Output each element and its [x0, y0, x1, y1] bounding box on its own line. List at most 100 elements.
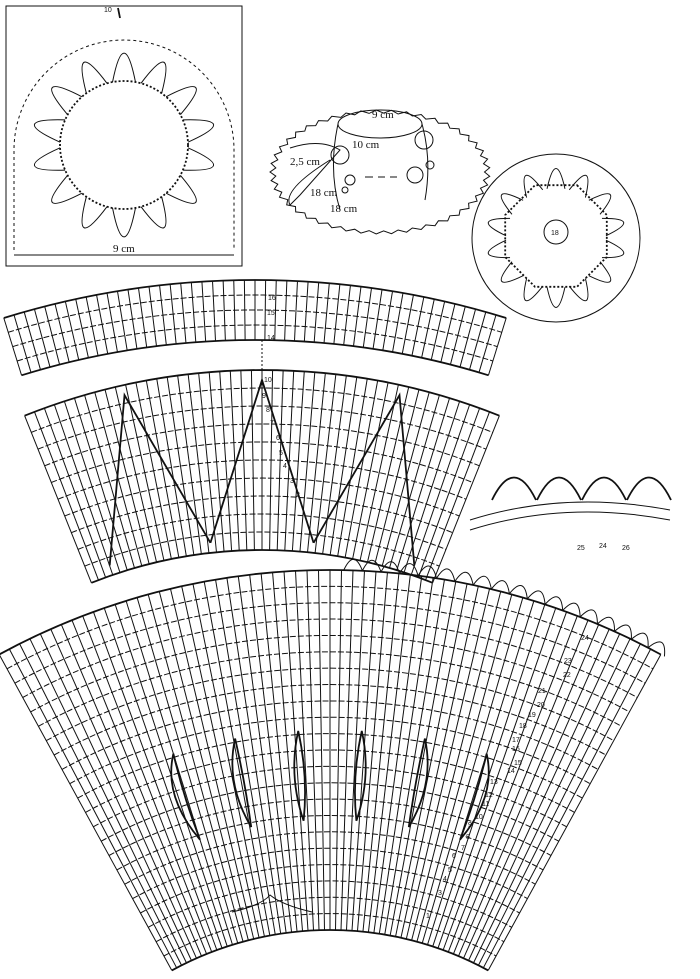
grid-stitch-column	[367, 574, 411, 933]
grid-stitch-column	[437, 607, 557, 949]
start-arrow-icon	[117, 7, 121, 19]
scallop	[472, 575, 492, 590]
grid-stitch-column	[147, 594, 244, 942]
grid-stitch-column	[60, 624, 202, 957]
grid-stitch-column	[187, 374, 210, 554]
middle-band-chart	[24, 369, 500, 584]
grid-stitch-column	[295, 570, 315, 931]
grid-stitch-column	[427, 600, 535, 945]
grid-stitch-column	[421, 299, 435, 358]
grid-stitch-column	[148, 286, 158, 347]
grid-stitch-column	[449, 306, 466, 365]
row-number: 17	[512, 737, 520, 744]
grid-stitch-column	[458, 624, 600, 957]
row-number: 2	[296, 492, 300, 499]
grid-stitch-column	[416, 594, 513, 942]
grid-row-line	[53, 684, 607, 756]
grid-stitch-column	[276, 370, 284, 551]
grid-stitch-column	[264, 280, 267, 341]
grid-stitch-column	[318, 570, 326, 931]
grid-stitch-column	[378, 577, 434, 934]
grid-stitch-column	[136, 597, 239, 944]
row-number: 15	[267, 310, 275, 317]
grid-stitch-column	[411, 591, 502, 941]
row-number: 18	[519, 723, 527, 730]
edging-arch	[626, 476, 672, 501]
grid-stitch-column	[156, 378, 187, 557]
grid-stitch-column	[82, 615, 213, 953]
scallop	[647, 641, 666, 657]
grid-stitch-column	[137, 287, 148, 348]
row-number: 14	[267, 335, 275, 342]
grid-stitch-column	[96, 294, 109, 354]
motif-width-label: 9 cm	[113, 243, 135, 255]
triangle-motif	[108, 392, 212, 566]
row-number: 3	[438, 890, 442, 897]
grid-stitch-column	[421, 597, 524, 944]
row-number: 15	[514, 760, 522, 767]
petal	[81, 61, 108, 94]
petal	[140, 61, 167, 94]
grid-stitch-column	[135, 382, 172, 560]
edging-base	[469, 511, 671, 531]
grid-stitch-column	[478, 314, 497, 373]
scallop	[614, 624, 632, 640]
grid-stitch-column	[381, 392, 430, 567]
grid-stitch-column	[284, 370, 295, 551]
scallop	[597, 616, 616, 632]
grid-stitch-column	[29, 638, 187, 964]
petal	[33, 147, 66, 171]
petal	[546, 287, 566, 308]
grid-stitch-column	[272, 572, 304, 932]
grid-stitch-column	[372, 289, 383, 349]
grid-stitch-column	[442, 611, 568, 951]
row-number: 5	[279, 450, 283, 457]
petal	[182, 147, 215, 171]
edging-arch	[491, 476, 537, 501]
grid-stitch-column	[323, 283, 330, 344]
scallop	[526, 590, 546, 605]
grid-stitch-column	[212, 281, 217, 342]
petal	[33, 119, 66, 143]
grid-stitch-column	[219, 371, 233, 552]
grid-stitch-column	[459, 308, 477, 368]
grid-stitch-column	[226, 577, 282, 934]
scallop	[562, 602, 581, 617]
grid-stitch-column	[417, 407, 481, 578]
grid-stitch-column	[19, 643, 182, 966]
grid-stitch-column	[405, 588, 491, 940]
grid-stitch-column	[291, 371, 305, 552]
grid-row-line	[171, 929, 489, 972]
grid-stitch-column	[13, 314, 32, 373]
petal	[523, 278, 544, 302]
row-number: 23	[564, 658, 572, 665]
scallop	[399, 563, 419, 576]
grid-stitch-column	[362, 287, 373, 348]
grid-stitch-column	[396, 397, 451, 571]
grid-row-line	[69, 716, 591, 785]
grid-stitch-column	[487, 317, 507, 376]
grid-row-line	[21, 339, 489, 377]
row-number: 4	[443, 876, 447, 883]
row-number: 20	[537, 702, 545, 709]
petal	[601, 217, 625, 237]
grid-stitch-column	[299, 372, 316, 552]
leaf-motif	[407, 738, 429, 828]
grid-stitch-column	[307, 373, 326, 553]
grid-stitch-column	[382, 291, 394, 351]
grid-stitch-column	[303, 281, 309, 342]
large-fan-chart	[0, 558, 666, 972]
grid-stitch-column	[33, 308, 51, 368]
row-number: 8	[266, 407, 270, 414]
grid-stitch-column	[43, 407, 107, 578]
grid-stitch-column	[334, 570, 342, 931]
grid-stitch-column	[440, 303, 456, 363]
grid-stitch-column	[169, 284, 177, 344]
row-number: 24	[581, 635, 589, 642]
grid-stitch-column	[222, 280, 226, 341]
grid-row-line	[51, 441, 473, 483]
grid-stitch-column	[54, 303, 70, 363]
round-motif-outline	[471, 153, 641, 323]
grid-stitch-column	[125, 384, 165, 561]
grid-row-line	[61, 700, 599, 770]
